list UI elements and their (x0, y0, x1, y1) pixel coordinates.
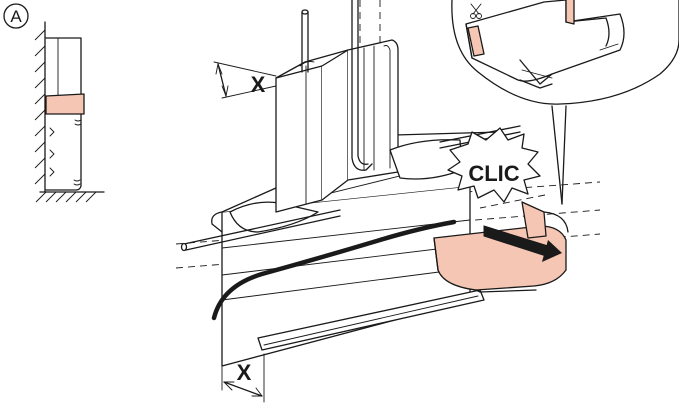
main-assembly: CLIC X X (175, 0, 601, 403)
magnified-side-cut (467, 25, 485, 57)
magnified-flap-cut (565, 0, 575, 25)
magnifier-pointer-right (561, 105, 567, 205)
trunking-lip (257, 289, 485, 351)
magnifier-detail (451, 0, 679, 205)
dimension-label-top: X (251, 72, 266, 97)
push-arrow-head (542, 240, 562, 262)
end-cap-flap (521, 201, 547, 239)
dimension-top (213, 61, 277, 99)
cut-cover-piece (45, 93, 85, 115)
cable-clips (49, 119, 82, 186)
trunking-groove-2 (221, 244, 471, 276)
detail-marker-label: A (10, 7, 22, 26)
magnifier-pointer-left (551, 105, 563, 205)
trunking-groove-3 (221, 267, 471, 301)
vertical-trunking-base (45, 113, 82, 191)
scissors-icon (470, 3, 482, 19)
trunking-cover-left (229, 201, 319, 233)
clic-label: CLIC (468, 161, 519, 186)
detail-marker-circle (3, 3, 29, 29)
dimension-label-bottom: X (237, 360, 252, 385)
vertical-trunking-front (275, 65, 323, 213)
main-cable (211, 219, 457, 321)
vertical-cables (301, 0, 373, 171)
wall-hatching (34, 29, 46, 185)
dimension-bottom (221, 329, 265, 403)
vertical-trunking-top (45, 37, 82, 96)
detail-a: A (3, 3, 105, 203)
floor-hatching (35, 191, 97, 203)
vertical-trunking-side (321, 49, 349, 201)
trunking-end-curl (211, 211, 223, 233)
vertical-trunking-rear (347, 39, 399, 181)
horizontal-cables (180, 125, 521, 321)
trunking-groove-1 (221, 219, 471, 249)
clic-burst (447, 127, 541, 203)
